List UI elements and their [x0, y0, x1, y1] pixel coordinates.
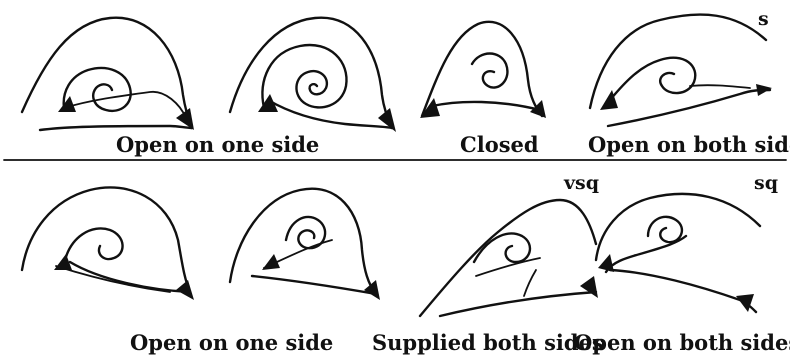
base-membrane: [252, 276, 376, 294]
spiral: [64, 228, 123, 264]
outer-wall: [230, 189, 376, 294]
base-membrane: [70, 262, 190, 292]
base-membrane: [440, 292, 596, 316]
spiral: [472, 54, 507, 88]
caption-top-open-one-side: Open on one side: [116, 134, 319, 155]
knot-right: [176, 280, 194, 300]
caption-bottom-open-both-sides: Open on both sides: [574, 332, 790, 353]
caption-bottom-open-one-side: Open on one side: [130, 332, 333, 353]
spiral: [474, 234, 530, 262]
knot-left: [598, 254, 614, 272]
corner-label-vsq: vsq: [564, 174, 599, 193]
figure-top-2: [230, 18, 396, 132]
base-membrane: [610, 270, 756, 312]
knot-left: [58, 96, 76, 112]
caption-top-open-both-sides: Open on both sides: [588, 134, 790, 155]
figure-bottom-1: [22, 187, 194, 300]
figure-top-1: [22, 18, 194, 130]
corner-label-sq: sq: [754, 174, 778, 193]
corner-label-s: s: [758, 10, 769, 29]
knot-left: [262, 254, 280, 270]
knot-left: [420, 98, 440, 118]
knot-right: [736, 294, 754, 312]
inner-membrane: [476, 258, 540, 276]
inner-membrane: [690, 85, 750, 88]
outer-wall: [230, 18, 392, 128]
caption-bottom-supplied-both-sides: Supplied both sides: [372, 332, 604, 353]
figure-top-3: [420, 22, 546, 118]
figure-top-4: [590, 15, 772, 126]
knot-right: [580, 276, 598, 298]
knot-right: [364, 280, 380, 300]
figure-bottom-3: [420, 200, 598, 316]
outer-wall: [596, 194, 760, 260]
figure-bottom-2: [230, 189, 380, 300]
spiral: [610, 58, 695, 100]
figure-bottom-4: [596, 194, 760, 312]
inner-stroke: [524, 270, 536, 296]
spiral: [263, 45, 347, 108]
caption-top-closed: Closed: [460, 134, 539, 155]
base-membrane: [40, 126, 192, 130]
base-membrane: [432, 102, 540, 110]
base-membrane: [608, 90, 770, 126]
spiral: [648, 217, 682, 242]
